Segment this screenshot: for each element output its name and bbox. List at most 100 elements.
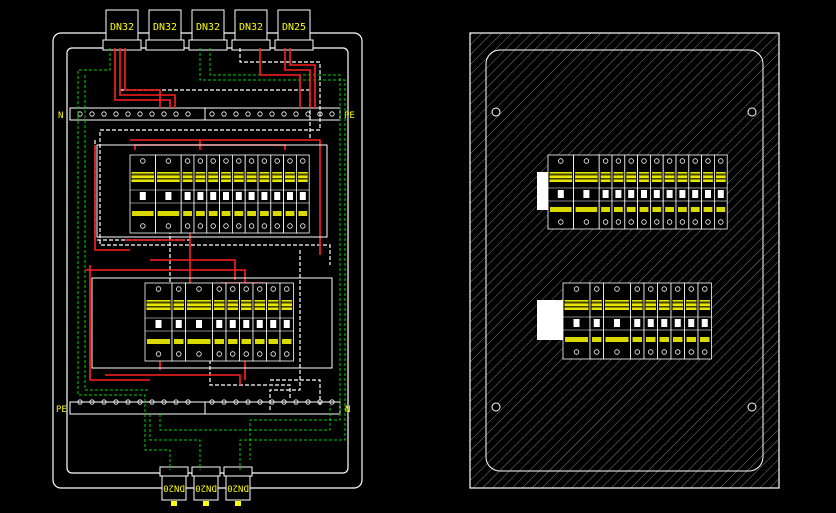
cable-gland-top: DN32 (145, 9, 185, 51)
left-breaker-rows (129, 154, 310, 362)
circuit-breaker (589, 282, 604, 360)
busbar-terminal (149, 111, 155, 117)
busbar-terminal (221, 399, 227, 405)
busbar-terminal (101, 399, 107, 405)
breaker-row (144, 282, 294, 362)
circuit-breaker (701, 154, 715, 230)
busbar-terminal (125, 399, 131, 405)
busbar-terminal (137, 111, 143, 117)
circuit-breaker (643, 282, 658, 360)
gland-label: DN20 (195, 483, 217, 493)
gland-label: DN32 (239, 22, 263, 33)
busbar-terminal (305, 399, 311, 405)
left-rail-frames (91, 144, 333, 369)
circuit-breaker (129, 154, 157, 234)
right-enclosure (469, 32, 780, 489)
busbar-terminal (329, 399, 335, 405)
circuit-breaker (193, 154, 208, 234)
circuit-breaker (630, 282, 645, 360)
busbar-terminal (281, 111, 287, 117)
circuit-breaker (675, 154, 690, 230)
circuit-breaker (252, 282, 267, 362)
busbar-terminal (125, 111, 131, 117)
circuit-breaker (603, 282, 631, 360)
circuit-breaker (547, 154, 575, 230)
circuit-breaker (185, 282, 213, 362)
busbar-terminal (245, 399, 251, 405)
circuit-breaker (244, 154, 259, 234)
busbar-terminal (77, 399, 83, 405)
gland-label: DN32 (110, 22, 134, 33)
circuit-breaker (279, 282, 294, 362)
busbar-terminal (245, 111, 251, 117)
busbar-terminal (149, 399, 155, 405)
gland-label: DN25 (282, 22, 306, 33)
circuit-breaker (295, 154, 310, 234)
circuit-breaker (231, 154, 246, 234)
circuit-breaker (562, 282, 591, 360)
circuit-breaker (611, 154, 626, 230)
circuit-breaker (180, 154, 195, 234)
gland-label: DN32 (196, 22, 220, 33)
gland-label: DN32 (153, 22, 177, 33)
busbar-terminal (257, 111, 263, 117)
cable-gland-bottom: DN20 (223, 466, 253, 506)
circuit-breaker (283, 154, 297, 234)
gland-label: DN20 (227, 483, 249, 493)
breaker-row (547, 154, 728, 230)
circuit-breaker (670, 282, 685, 360)
busbar-terminal (209, 399, 215, 405)
top-glands: DN32 DN32 DN32 DN32 DN25 (102, 9, 314, 51)
cable-gland-top: DN32 (188, 9, 228, 51)
busbar-terminal (161, 399, 167, 405)
circuit-breaker (219, 154, 233, 234)
circuit-breaker (144, 282, 173, 362)
cable-gland-top: DN25 (274, 9, 314, 51)
busbar-label-top-left: N (58, 111, 63, 121)
cable-gland-bottom: DN20 (191, 466, 221, 506)
cable-gland-top: DN32 (102, 9, 142, 51)
busbar-terminal (293, 111, 299, 117)
busbar-terminal (137, 399, 143, 405)
cable-gland-bottom: DN20 (159, 466, 189, 506)
busbar-terminal (269, 111, 275, 117)
busbar-terminal (257, 399, 263, 405)
bottom-glands: DN20 DN20 DN20 (159, 466, 253, 506)
circuit-breaker (598, 154, 613, 230)
busbar-terminal (233, 111, 239, 117)
breaker-row (129, 154, 310, 234)
circuit-breaker (257, 154, 272, 234)
circuit-breaker (637, 154, 651, 230)
circuit-breaker (624, 154, 638, 230)
busbar-terminal (113, 111, 119, 117)
busbar-terminal (185, 399, 191, 405)
circuit-breaker (573, 154, 600, 230)
busbar-label-bottom-right: N (345, 405, 350, 415)
busbar-terminal (173, 399, 179, 405)
circuit-breaker (206, 154, 221, 234)
circuit-breaker (171, 282, 186, 362)
busbar-terminal (173, 111, 179, 117)
busbar-label-bottom-left: PE (56, 405, 67, 415)
busbar-label-top-right: PE (344, 111, 355, 121)
busbar-terminal (221, 111, 227, 117)
circuit-breaker (657, 282, 672, 360)
circuit-breaker (684, 282, 699, 360)
circuit-breaker (688, 154, 702, 230)
circuit-breaker (212, 282, 227, 362)
busbar-terminal (209, 111, 215, 117)
circuit-breaker (650, 154, 664, 230)
circuit-breaker (662, 154, 677, 230)
busbar-terminal (317, 111, 323, 117)
circuit-breaker (239, 282, 254, 362)
cable-gland-top: DN32 (231, 9, 271, 51)
circuit-breaker (697, 282, 712, 360)
busbar-terminal (101, 111, 107, 117)
busbar-terminal (161, 111, 167, 117)
busbar-terminal (293, 399, 299, 405)
circuit-breaker (270, 154, 284, 234)
busbar-terminal (89, 111, 95, 117)
busbar-terminal (281, 399, 287, 405)
circuit-breaker (714, 154, 728, 230)
busbar-terminal (185, 111, 191, 117)
